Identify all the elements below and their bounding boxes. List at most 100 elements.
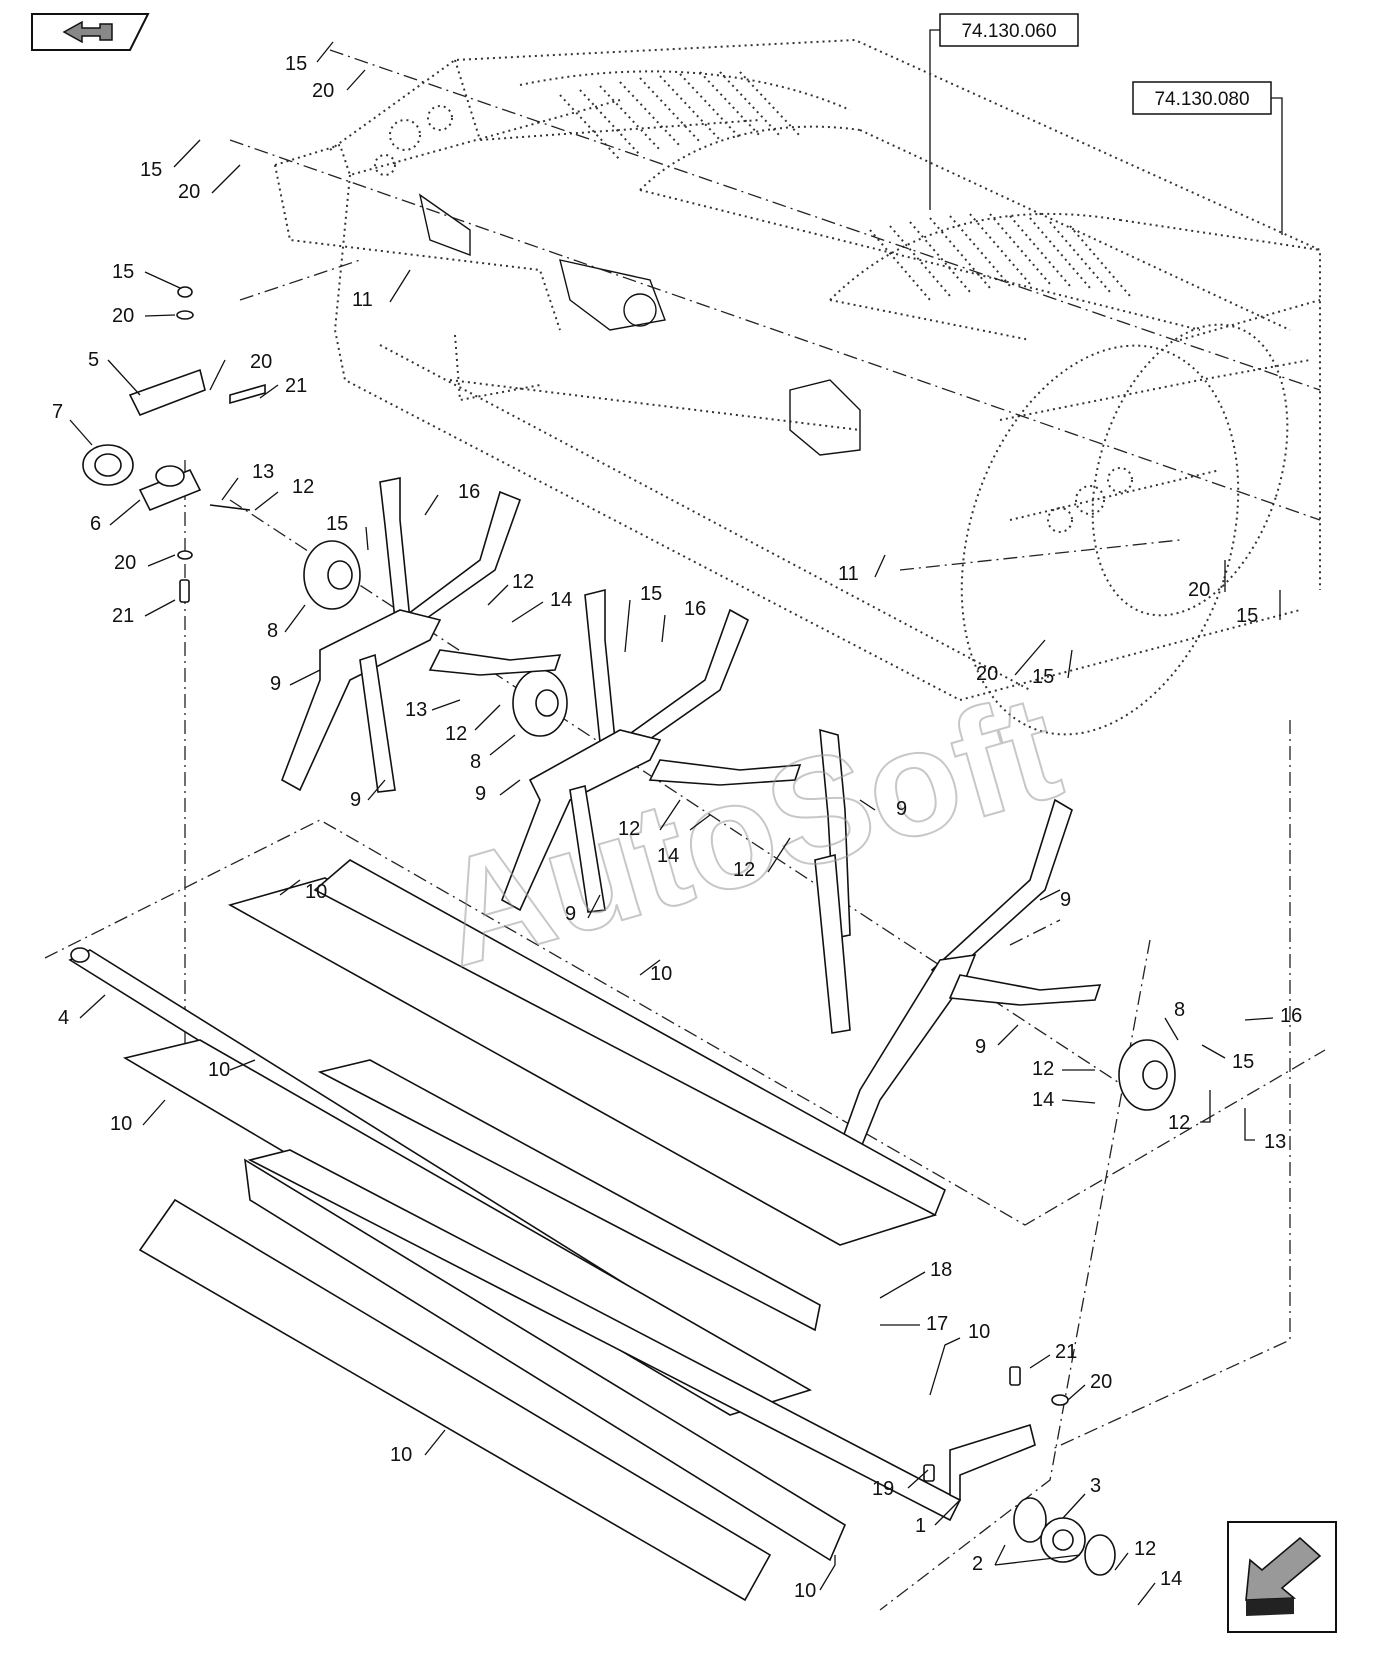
- callout[interactable]: 20: [312, 69, 366, 102]
- svg-text:3: 3: [1090, 1475, 1101, 1497]
- callout[interactable]: 15: [624, 583, 662, 653]
- svg-text:19: 19: [872, 1478, 894, 1500]
- svg-text:21: 21: [285, 375, 307, 397]
- callout[interactable]: 10: [208, 1059, 256, 1081]
- callout[interactable]: 10: [279, 879, 327, 903]
- svg-text:12: 12: [1032, 1058, 1054, 1080]
- callout[interactable]: 11: [838, 554, 886, 585]
- svg-text:12: 12: [292, 476, 314, 498]
- callout[interactable]: 13: [405, 699, 461, 721]
- svg-text:21: 21: [112, 605, 134, 627]
- callout[interactable]: 10: [639, 959, 672, 985]
- tine-arm-set-2: [501, 588, 802, 913]
- callout[interactable]: 9: [859, 798, 907, 820]
- callout[interactable]: 5: [88, 349, 141, 396]
- callout[interactable]: 12: [618, 799, 681, 840]
- callout[interactable]: 10: [794, 1555, 836, 1602]
- callout[interactable]: 20: [1067, 1371, 1112, 1401]
- callout[interactable]: 16: [1244, 1005, 1302, 1027]
- callout[interactable]: 20: [1188, 560, 1226, 601]
- callout[interactable]: 16: [661, 598, 706, 643]
- callout[interactable]: 1: [915, 1499, 961, 1537]
- reference-label: 74.130.060: [961, 21, 1056, 42]
- reference-box-1[interactable]: 74.130.060: [929, 13, 1079, 210]
- callout[interactable]: 12: [487, 571, 534, 606]
- svg-text:12: 12: [445, 723, 467, 745]
- callout[interactable]: 15: [112, 261, 181, 289]
- svg-text:9: 9: [270, 673, 281, 695]
- svg-text:6: 6: [90, 513, 101, 535]
- callout[interactable]: 14: [511, 589, 572, 623]
- callout[interactable]: 13: [221, 461, 274, 501]
- callout[interactable]: 17: [880, 1313, 948, 1335]
- svg-text:15: 15: [112, 261, 134, 283]
- callout[interactable]: 20: [209, 351, 272, 391]
- callout[interactable]: 14: [1137, 1568, 1182, 1606]
- callout[interactable]: 12: [1168, 1090, 1211, 1134]
- callout[interactable]: 21: [259, 375, 307, 399]
- callout[interactable]: 11: [352, 269, 411, 311]
- hub-upper: [303, 540, 361, 610]
- callout[interactable]: 15: [326, 513, 369, 551]
- machine-frame: [274, 38, 1321, 736]
- reference-box-2[interactable]: 74.130.080: [1132, 81, 1283, 235]
- callout[interactable]: 8: [470, 734, 516, 773]
- callout[interactable]: 19: [872, 1469, 929, 1500]
- callout[interactable]: 20: [114, 552, 176, 574]
- callout[interactable]: 16: [424, 481, 480, 516]
- callout[interactable]: 10: [929, 1321, 990, 1396]
- callout[interactable]: 3: [1062, 1475, 1101, 1519]
- callout[interactable]: 8: [267, 604, 306, 642]
- svg-text:10: 10: [794, 1580, 816, 1602]
- callout[interactable]: 12: [445, 704, 501, 745]
- callout[interactable]: 21: [1029, 1341, 1077, 1369]
- callout[interactable]: 10: [110, 1099, 166, 1135]
- back-arrow-icon: [62, 20, 113, 44]
- callout[interactable]: 15: [285, 41, 334, 75]
- callout[interactable]: 20: [178, 164, 241, 203]
- callout[interactable]: 13: [1244, 1108, 1286, 1153]
- callout[interactable]: 15: [1201, 1044, 1254, 1073]
- callout[interactable]: 8: [1164, 999, 1185, 1041]
- svg-text:14: 14: [550, 589, 572, 611]
- svg-text:7: 7: [52, 401, 63, 423]
- callout[interactable]: 9: [565, 894, 601, 925]
- tine-arm-set-3: [814, 728, 1102, 1146]
- callout[interactable]: 9: [475, 779, 521, 805]
- svg-text:15: 15: [326, 513, 348, 535]
- callout[interactable]: 7: [52, 401, 93, 446]
- svg-text:10: 10: [968, 1321, 990, 1343]
- callout[interactable]: 2: [972, 1544, 1081, 1575]
- callout[interactable]: 10: [390, 1429, 446, 1466]
- next-page-button[interactable]: [1227, 1521, 1337, 1633]
- callout[interactable]: 9: [270, 669, 321, 695]
- bracket-5: [128, 368, 206, 417]
- callout[interactable]: 21: [112, 599, 176, 627]
- callout[interactable]: 20: [976, 639, 1046, 685]
- callout[interactable]: 4: [58, 994, 106, 1029]
- callout[interactable]: 12: [254, 476, 314, 511]
- callout[interactable]: 15: [1236, 590, 1281, 627]
- prev-page-button[interactable]: [31, 13, 150, 51]
- callout[interactable]: 18: [879, 1259, 952, 1299]
- callout[interactable]: 9: [350, 779, 386, 811]
- callout[interactable]: 14: [1032, 1089, 1096, 1111]
- svg-text:11: 11: [352, 289, 373, 311]
- callout[interactable]: 14: [657, 814, 711, 867]
- svg-text:15: 15: [1236, 605, 1258, 627]
- callout[interactable]: 20: [112, 305, 176, 327]
- callout[interactable]: 15: [1032, 649, 1073, 688]
- callout[interactable]: 12: [1114, 1538, 1156, 1571]
- bearing-assembly-left: [82, 286, 266, 603]
- callout[interactable]: 15: [140, 139, 201, 181]
- callout[interactable]: 9: [1039, 889, 1071, 911]
- svg-text:8: 8: [1174, 999, 1185, 1021]
- callout[interactable]: 9: [975, 1024, 1019, 1058]
- svg-text:14: 14: [1032, 1089, 1054, 1111]
- svg-text:15: 15: [1032, 666, 1054, 688]
- svg-text:9: 9: [350, 789, 361, 811]
- callout[interactable]: 12: [1032, 1058, 1095, 1080]
- callout[interactable]: 6: [90, 499, 141, 535]
- svg-text:16: 16: [1280, 1005, 1302, 1027]
- callout[interactable]: 12: [733, 837, 791, 881]
